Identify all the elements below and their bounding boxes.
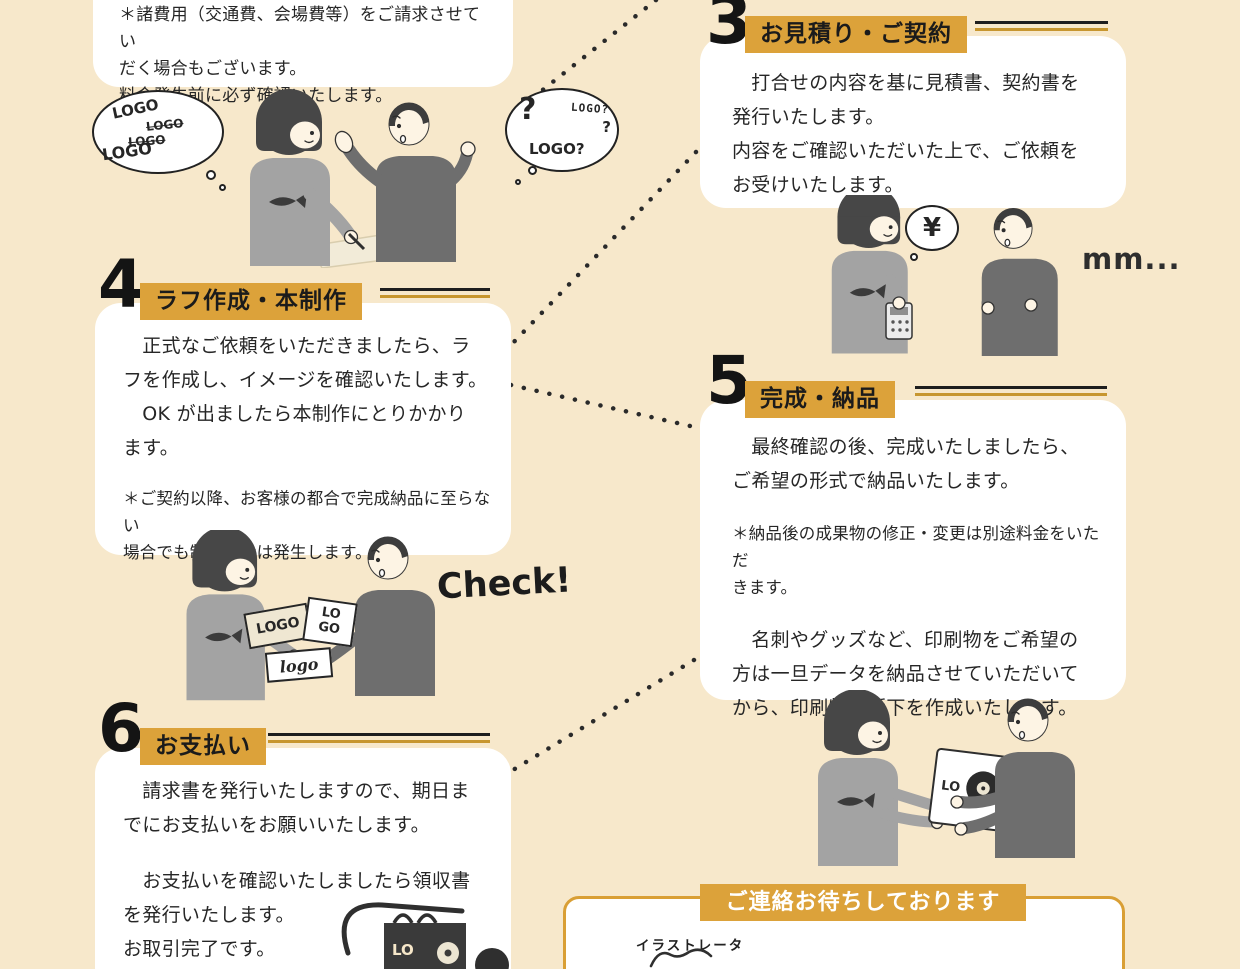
bubble-tail-dot — [206, 170, 216, 180]
woman-figure — [817, 690, 899, 866]
woman-figure — [249, 88, 331, 267]
pen-icon — [347, 232, 366, 251]
illustrator-label: イラストレータ — [636, 938, 745, 954]
step3-box: 打合せの内容を基に見積書、契約書を 発行いたします。 内容をご確認いただいた上で… — [700, 36, 1126, 208]
step3-title: お見積り・ご契約 — [745, 16, 967, 53]
contact-title: ご連絡お待ちしております — [700, 884, 1026, 921]
question-mark: ? — [519, 92, 537, 127]
logo-word: LOGO — [100, 138, 154, 165]
logo-question-pixel: LOGO? — [570, 100, 610, 117]
bubble-tail-dot — [219, 184, 226, 191]
yen-symbol: ¥ — [922, 213, 942, 243]
step6-title: お支払い — [140, 728, 266, 765]
step4-number: 4 — [98, 246, 144, 323]
step3-body-text: 打合せの内容を基に見積書、契約書を 発行いたします。 内容をご確認いただいた上で… — [732, 72, 1080, 196]
murmur-text: mm... — [1082, 242, 1181, 276]
step6-title-rule — [268, 733, 490, 743]
step5-number: 5 — [706, 342, 752, 419]
connector-step4-step5 — [508, 382, 702, 431]
question-mark: ? — [602, 118, 611, 136]
step5-body-text: 最終確認の後、完成いたしましたら、 ご希望の形式で納品いたします。 — [732, 436, 1080, 492]
step2-note-box: ＊諸費用（交通費、会場費等）をご請求させてい だく場合もございます。 料金発生前… — [93, 0, 513, 106]
step2-note-text: ＊諸費用（交通費、会場費等）をご請求させてい だく場合もございます。 料金発生前… — [119, 5, 481, 106]
step6-illustration: LO — [341, 902, 509, 969]
signature-mark — [649, 948, 713, 968]
logo-card: LO GO — [302, 596, 358, 648]
step3-title-rule — [975, 21, 1108, 31]
step6-number: 6 — [98, 690, 144, 767]
question-bubble: ? LOGO? ? LOGO? — [505, 88, 619, 172]
man-figure — [994, 698, 1076, 859]
connector-step5-step6 — [510, 657, 697, 773]
step5-title-rule — [915, 386, 1107, 396]
bag-label: LO — [392, 941, 414, 959]
step6-body2-text: お支払いを確認いたしましたら領収書 を発行いたします。 お取引完了です。 — [123, 870, 471, 960]
step5-box: 最終確認の後、完成いたしましたら、 ご希望の形式で納品いたします。 ＊納品後の成… — [700, 400, 1126, 719]
bubble-tail-dot — [910, 253, 918, 261]
logo-thought-bubble: LOGO LOGO LOGO LOGO — [92, 90, 224, 174]
step4-box: 正式なご依頼をいただきましたら、ラ フを作成し、イメージを確認いたします。 OK… — [95, 303, 511, 562]
man-figure — [981, 207, 1059, 356]
logo-card-script: logo — [264, 647, 334, 683]
step5-illustration: LO — [817, 690, 1076, 866]
step4-title-rule — [380, 288, 490, 298]
step4-body-text: 正式なご依頼をいただきましたら、ラ フを作成し、イメージを確認いたします。 OK… — [123, 335, 488, 459]
step3-number: 3 — [706, 0, 752, 59]
step2-illustration — [249, 88, 476, 268]
bubble-tail-dot — [528, 166, 537, 175]
logo-word-struck: LOGO — [145, 116, 185, 134]
step5-note-text: ＊納品後の成果物の修正・変更は別途料金をいただ きます。 — [732, 524, 1100, 597]
sheet-label: LO — [940, 778, 961, 795]
step3-illustration — [831, 195, 1059, 356]
step4-title: ラフ作成・本制作 — [140, 283, 362, 320]
step6-body-text: 請求書を発行いたしますので、期日ま でにお支払いをお願いいたします。 — [123, 780, 470, 836]
step5-title: 完成・納品 — [745, 381, 895, 418]
hook-icon — [341, 902, 465, 956]
step5-body2-text: 名刺やグッズなど、印刷物をご希望の 方は一旦データを納品させていただいて から、… — [732, 629, 1079, 719]
bubble-tail-dot — [515, 179, 521, 185]
man-figure — [354, 536, 436, 697]
logo-question: LOGO? — [529, 140, 585, 158]
check-label: Check! — [436, 560, 573, 608]
